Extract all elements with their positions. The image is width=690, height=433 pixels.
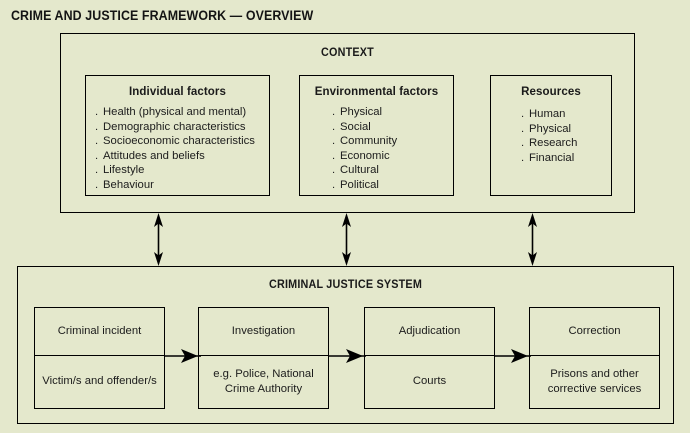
list-item: . Socioeconomic characteristics bbox=[95, 134, 269, 149]
flow-arrow-adjudication-to-correction-icon bbox=[494, 349, 531, 363]
list-item: . Physical bbox=[521, 122, 611, 137]
environmental-factors-box: Environmental factors . Physical . Social … bbox=[299, 75, 454, 196]
bullet-dot: . bbox=[332, 120, 336, 133]
list-item: . Health (physical and mental) bbox=[95, 105, 269, 120]
list-item-label: Attitudes and beliefs bbox=[103, 149, 205, 162]
list-item-label: Physical bbox=[340, 106, 383, 118]
stage-divider bbox=[365, 355, 494, 356]
individual-factors-title: Individual factors bbox=[128, 86, 226, 98]
stage-detail: Prisons and other corrective services bbox=[547, 368, 642, 395]
list-item: . Lifestyle bbox=[95, 163, 269, 178]
bullet-dot: . bbox=[332, 178, 336, 191]
list-item: . Physical bbox=[332, 105, 453, 120]
list-item: . Political bbox=[332, 178, 453, 193]
stage-box-correction: Correction Prisons and other corrective … bbox=[529, 307, 660, 409]
bullet-dot: . bbox=[332, 106, 336, 118]
bullet-dot: . bbox=[521, 151, 525, 164]
environmental-factors-list: . Physical . Social . Community . Economic .… bbox=[300, 105, 453, 193]
list-item-label: Socioeconomic characteristics bbox=[103, 135, 255, 148]
stage-detail: Courts bbox=[412, 375, 447, 388]
list-item-label: Health (physical and mental) bbox=[103, 106, 247, 118]
stage-title: Adjudication bbox=[398, 325, 461, 338]
list-item: . Demographic characteristics bbox=[95, 120, 269, 135]
stage-box-adjudication: Adjudication Courts bbox=[364, 307, 495, 409]
list-item-label: Physical bbox=[529, 122, 572, 135]
bullet-dot: . bbox=[521, 137, 525, 150]
stage-detail: Victim/s and offender/s bbox=[42, 375, 157, 388]
context-to-cjs-arrow-right-icon bbox=[528, 213, 537, 266]
bullet-dot: . bbox=[521, 108, 525, 120]
individual-factors-list: . Health (physical and mental) . Demograph… bbox=[86, 105, 269, 193]
bullet-dot: . bbox=[95, 178, 99, 191]
bullet-dot: . bbox=[332, 164, 336, 177]
flow-arrow-incident-to-investigation-icon bbox=[164, 349, 201, 363]
stage-title: Investigation bbox=[231, 325, 296, 338]
stage-box-investigation: Investigation e.g. Police, National Crim… bbox=[198, 307, 329, 409]
list-item-label: Human bbox=[529, 108, 566, 120]
list-item: . Financial bbox=[521, 151, 611, 166]
context-heading: CONTEXT bbox=[321, 47, 374, 59]
resources-title: Resources bbox=[521, 86, 581, 98]
resources-list: . Human . Physical . Research . Financial bbox=[491, 107, 611, 165]
stage-detail: e.g. Police, National Crime Authority bbox=[213, 368, 314, 395]
list-item-label: Social bbox=[340, 120, 371, 133]
page-title: CRIME AND JUSTICE FRAMEWORK — OVERVIEW bbox=[11, 8, 314, 23]
list-item: . Economic bbox=[332, 149, 453, 164]
list-item-label: Demographic characteristics bbox=[103, 120, 246, 133]
flow-arrow-investigation-to-adjudication-icon bbox=[329, 349, 366, 363]
bullet-dot: . bbox=[521, 122, 525, 135]
list-item: . Behaviour bbox=[95, 178, 269, 193]
list-item-label: Economic bbox=[340, 149, 390, 162]
bullet-dot: . bbox=[95, 164, 99, 177]
bullet-dot: . bbox=[332, 135, 336, 148]
bullet-dot: . bbox=[95, 135, 99, 148]
bullet-dot: . bbox=[332, 149, 336, 162]
bullet-dot: . bbox=[95, 149, 99, 162]
stage-title: Correction bbox=[568, 325, 621, 338]
stage-box-criminal-incident: Criminal incident Victim/s and offender/… bbox=[34, 307, 165, 409]
list-item: . Social bbox=[332, 120, 453, 135]
criminal-justice-system-heading: CRIMINAL JUSTICE SYSTEM bbox=[268, 279, 423, 291]
stage-divider bbox=[530, 355, 659, 356]
list-item: . Human bbox=[521, 107, 611, 122]
list-item-label: Cultural bbox=[340, 164, 379, 177]
list-item-label: Community bbox=[340, 135, 398, 148]
list-item: . Community bbox=[332, 134, 453, 149]
environmental-factors-title: Environmental factors bbox=[314, 86, 439, 98]
bullet-dot: . bbox=[95, 120, 99, 133]
individual-factors-box: Individual factors . Health (physical and… bbox=[85, 75, 270, 196]
stage-divider bbox=[199, 355, 328, 356]
bullet-dot: . bbox=[95, 106, 99, 118]
list-item: . Attitudes and beliefs bbox=[95, 149, 269, 164]
context-to-cjs-arrow-left-icon bbox=[154, 213, 163, 266]
list-item-label: Financial bbox=[529, 151, 575, 164]
context-section: CONTEXT Individual factors . Health (phys… bbox=[60, 33, 635, 213]
list-item: . Cultural bbox=[332, 163, 453, 178]
resources-box: Resources . Human . Physical . Research . Fi… bbox=[490, 75, 612, 196]
context-to-cjs-arrow-middle-icon bbox=[342, 213, 351, 266]
stage-divider bbox=[35, 355, 164, 356]
list-item-label: Lifestyle bbox=[103, 164, 145, 177]
list-item-label: Behaviour bbox=[103, 178, 154, 191]
list-item-label: Political bbox=[340, 178, 379, 191]
criminal-justice-system-section: CRIMINAL JUSTICE SYSTEM Criminal inciden… bbox=[17, 266, 674, 424]
stage-title: Criminal incident bbox=[57, 325, 142, 338]
list-item-label: Research bbox=[529, 137, 578, 150]
list-item: . Research bbox=[521, 136, 611, 151]
